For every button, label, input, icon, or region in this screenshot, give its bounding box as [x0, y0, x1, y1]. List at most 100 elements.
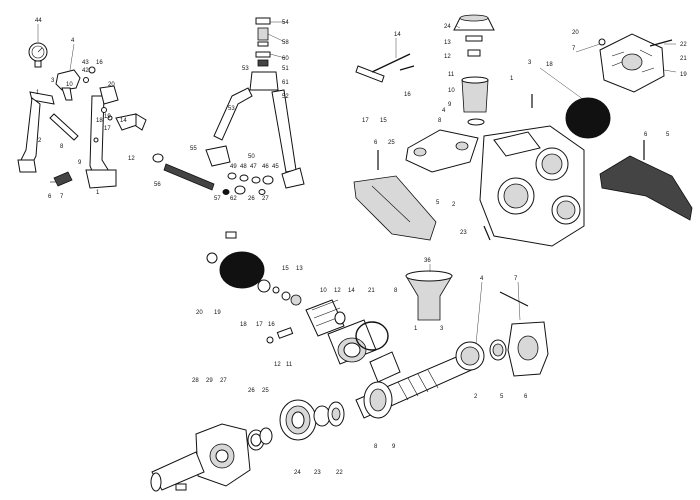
- pump-housing-callouts: 14 24 13 12 11 10 16 17 15 9 3 1 18 20 7…: [362, 24, 687, 236]
- callout: 1: [36, 90, 40, 96]
- callout: 27: [220, 378, 227, 384]
- callout: 4: [480, 276, 484, 282]
- callout: 24: [444, 24, 451, 30]
- t-handle-wrench: [355, 65, 385, 83]
- callout: 19: [214, 310, 221, 316]
- right-mounting-bracket: [599, 155, 693, 221]
- drive-shaft-assembly: [150, 231, 549, 492]
- left-support-tube: [29, 91, 55, 105]
- callout: 7: [572, 46, 576, 52]
- callout: 42: [82, 68, 89, 74]
- leader-lines: [37, 21, 677, 345]
- callout: 48: [240, 164, 247, 170]
- callout: 62: [230, 196, 237, 202]
- callout: 3: [528, 60, 532, 66]
- callout: 20: [196, 310, 203, 316]
- gauge-pipe-assembly: [17, 42, 147, 189]
- callout: 18: [546, 62, 553, 68]
- callout: 4: [71, 38, 75, 44]
- valve-body: [99, 85, 119, 105]
- callout: 7: [514, 276, 518, 282]
- air-chamber-sphere: [565, 97, 611, 139]
- callout: 22: [680, 42, 687, 48]
- callout: 9: [78, 160, 82, 166]
- callout: 28: [192, 378, 199, 384]
- callout: 19: [104, 114, 111, 120]
- filter-cup: [461, 79, 489, 113]
- callout: 8: [374, 444, 378, 450]
- right-suction-pipe: [271, 89, 297, 173]
- callout: 2: [452, 202, 456, 208]
- callout: 23: [314, 470, 321, 476]
- callout: 20: [572, 30, 579, 36]
- callout: 10: [320, 288, 327, 294]
- callout: 56: [154, 182, 161, 188]
- callout: 52: [282, 94, 289, 100]
- callout: 5: [500, 394, 504, 400]
- callout: 9: [448, 102, 452, 108]
- callout: 21: [680, 56, 687, 62]
- callout: 25: [388, 140, 395, 146]
- callout: 26: [248, 388, 255, 394]
- callout: 14: [348, 288, 355, 294]
- callout: 53: [228, 106, 235, 112]
- callout: 1: [510, 76, 514, 82]
- callout: 55: [190, 146, 197, 152]
- callout: 8: [60, 144, 64, 150]
- callout: 36: [424, 258, 431, 264]
- callout: 61: [282, 80, 289, 86]
- callout: 27: [262, 196, 269, 202]
- callout: 3: [440, 326, 444, 332]
- inlet-funnel: [405, 275, 453, 321]
- callout: 10: [448, 88, 455, 94]
- suction-pipe-assembly: [152, 17, 305, 195]
- callout: 15: [380, 118, 387, 124]
- callout: 16: [268, 322, 275, 328]
- callout: 50: [248, 154, 255, 160]
- callout: 57: [214, 196, 221, 202]
- callout: 25: [262, 388, 269, 394]
- callout: 29: [206, 378, 213, 384]
- elbow-fitting: [55, 69, 81, 91]
- callout: 23: [460, 230, 467, 236]
- callout: 8: [438, 118, 442, 124]
- callout: 18: [240, 322, 247, 328]
- callout: 12: [444, 54, 451, 60]
- callout: 11: [286, 362, 293, 368]
- callout: 24: [294, 470, 301, 476]
- callout: 18: [96, 118, 103, 124]
- callout: 10: [66, 82, 73, 88]
- callout: 16: [96, 60, 103, 66]
- callout: 46: [262, 164, 269, 170]
- piston-sleeve: [305, 299, 345, 337]
- callout: 13: [296, 266, 303, 272]
- callout: 58: [282, 40, 289, 46]
- callout: 12: [128, 156, 135, 162]
- callout: 60: [282, 56, 289, 62]
- callout: 12: [334, 288, 341, 294]
- callout: 1: [96, 190, 100, 196]
- callout: 13: [444, 40, 451, 46]
- callout: 9: [392, 444, 396, 450]
- right-support-tube: [89, 95, 113, 181]
- callout: 44: [35, 18, 42, 24]
- callout: 14: [120, 118, 127, 124]
- callout: 20: [108, 82, 115, 88]
- callout: 6: [374, 140, 378, 146]
- callout: 3: [51, 78, 55, 84]
- callout: 15: [282, 266, 289, 272]
- callout: 53: [242, 66, 249, 72]
- callout: 6: [524, 394, 528, 400]
- callout: 14: [394, 32, 401, 38]
- callout: 26: [248, 196, 255, 202]
- cover-plate: [405, 129, 479, 173]
- callout: 16: [404, 92, 411, 98]
- callout: 12: [274, 362, 281, 368]
- gauge-pipe-callouts: 44 4 3 10 43 42 16 20 1 18 19 17 2 8 9 1…: [35, 18, 135, 200]
- callout: 8: [394, 288, 398, 294]
- callout: 17: [362, 118, 369, 124]
- callout: 21: [368, 288, 375, 294]
- callout: 17: [104, 126, 111, 132]
- callout: 17: [256, 322, 263, 328]
